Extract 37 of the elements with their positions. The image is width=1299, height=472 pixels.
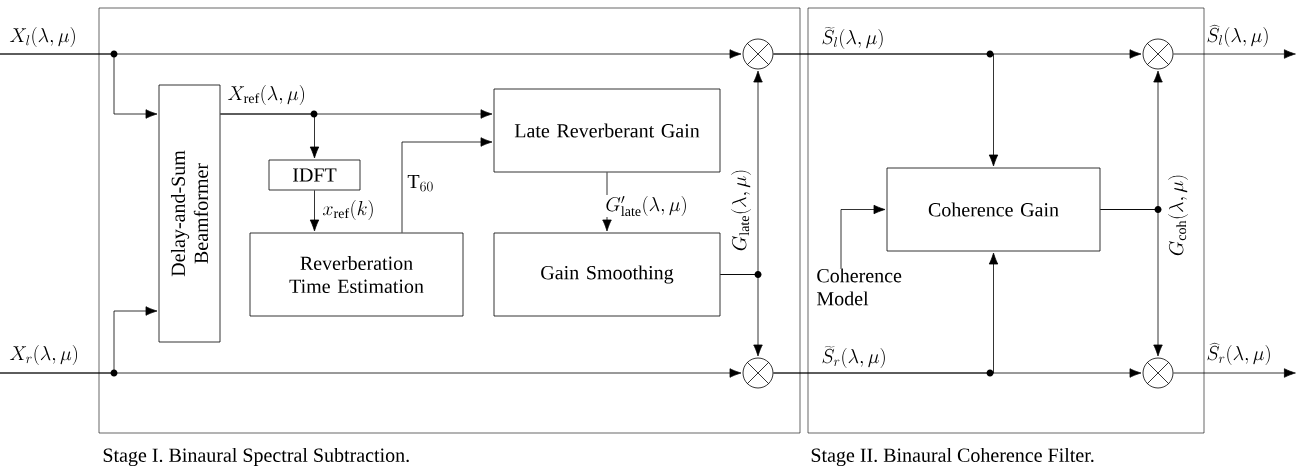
arrow [401, 137, 493, 233]
edge-label: $G_{\mathrm{late}}(\lambda, \mu)$ [730, 167, 752, 253]
process-box: Reverberation Time Estimation [249, 232, 464, 317]
stage-caption: Stage I. Binaural Spectral Subtraction. [103, 447, 409, 467]
edge-label: $\mathrm{T}_{60}$ [406, 173, 435, 193]
process-box: Gain Smoothing [493, 232, 721, 317]
process-box: Delay-and-Sum Beamformer [158, 84, 221, 343]
multiplier-symbol [742, 38, 774, 70]
multiplier-symbol [1142, 38, 1174, 70]
edge-label: $x_{\mathrm{ref}}(k)$ [321, 199, 376, 221]
arrow [1173, 49, 1296, 59]
input-text: Coherence Model [817, 268, 902, 306]
multiplier-symbol [1142, 357, 1174, 389]
arrow [773, 53, 999, 167]
process-box: IDFT [268, 159, 361, 191]
edge-label: $G_{\mathrm{coh}}(\lambda, \mu)$ [1167, 172, 1189, 258]
arrow [720, 274, 763, 357]
arrow [840, 204, 886, 269]
arrow [0, 53, 158, 119]
edge-label: $\widehat{S}_l(\lambda, \mu)$ [1205, 24, 1271, 48]
arrow [309, 190, 320, 232]
process-box: Late Reverberant Gain [493, 88, 721, 173]
edge-label: $X_l(\lambda, \mu)$ [8, 26, 78, 48]
multiplier-symbol [742, 357, 774, 389]
arrow [773, 252, 999, 374]
edge-label: $G'_{\mathrm{late}}(\lambda, \mu)$ [604, 194, 689, 218]
arrow [1100, 209, 1163, 357]
process-box: Coherence Gain [886, 167, 1101, 252]
edge-label: $\widehat{S}_r(\lambda, \mu)$ [1205, 342, 1273, 366]
edge-label: $X_r(\lambda, \mu)$ [8, 344, 80, 366]
edge-label: $X_{\mathrm{ref}}(\lambda, \mu)$ [226, 84, 307, 106]
edge-label: $\widetilde{S}_r(\lambda, \mu)$ [820, 345, 888, 369]
arrow [0, 306, 158, 374]
stage-caption: Stage II. Binaural Coherence Filter. [811, 447, 1094, 467]
arrow [220, 113, 320, 159]
edge-label: $\widetilde{S}_l(\lambda, \mu)$ [820, 26, 886, 50]
arrow [1173, 368, 1296, 378]
